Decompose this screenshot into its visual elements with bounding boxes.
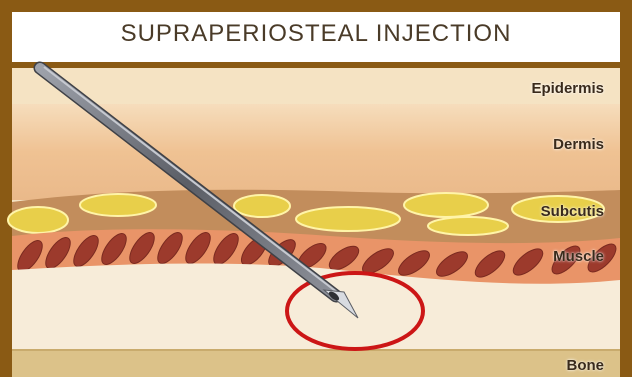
epidermis-layer [12, 68, 620, 104]
label-dermis: Dermis [553, 136, 604, 153]
bone-layer [12, 350, 620, 377]
label-muscle: Muscle [553, 248, 604, 265]
diagram-title: SUPRAPERIOSTEAL INJECTION [0, 20, 632, 48]
label-bone: Bone [567, 357, 605, 374]
label-epidermis: Epidermis [531, 80, 604, 97]
label-subcutis: Subcutis [541, 203, 604, 220]
